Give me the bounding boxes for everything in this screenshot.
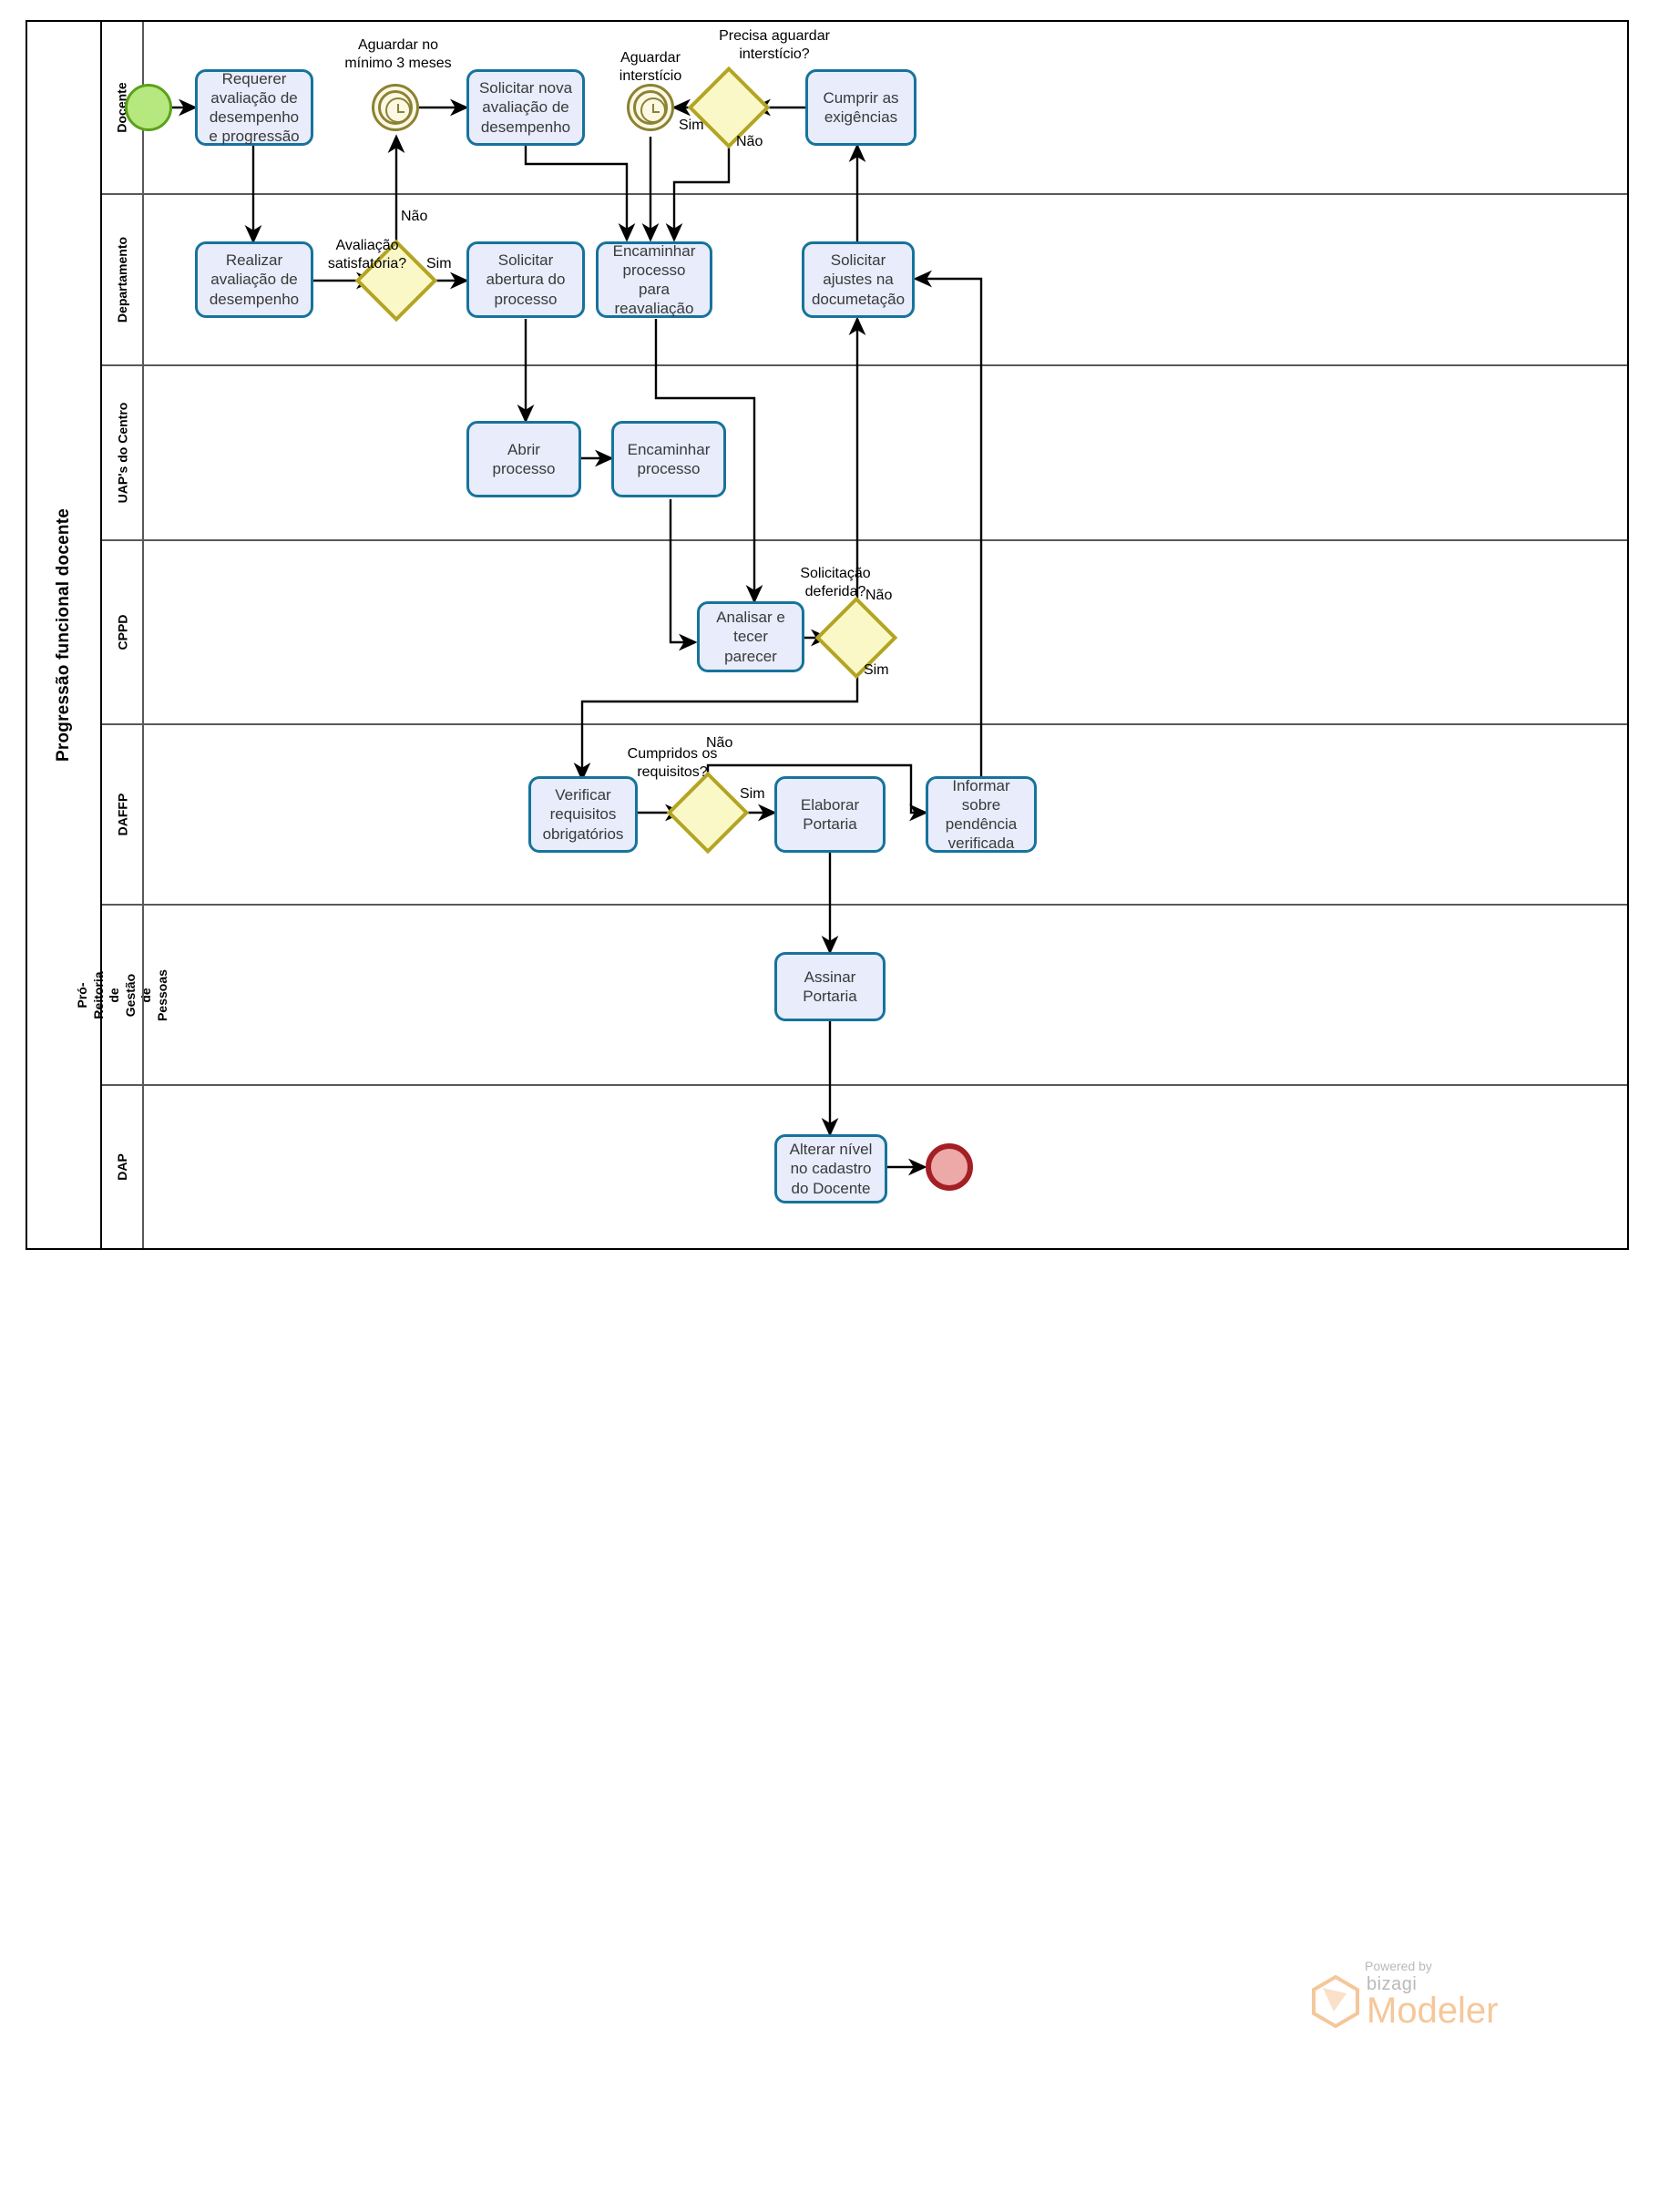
bizagi-hexagon-icon: [1312, 1974, 1359, 2029]
lane-body-departamento: [142, 195, 1627, 364]
task-realizar-avaliacao-desempenho[interactable]: Realizar avaliação de desempenho: [195, 241, 313, 318]
lane-body-pro-reitoria: [142, 906, 1627, 1084]
flow-label-nao-avaliacao: Não: [401, 209, 428, 224]
task-verificar-requisitos-obrigatorios[interactable]: Verificar requisitos obrigatórios: [528, 776, 638, 853]
clock-icon: [640, 97, 666, 123]
bizagi-modeler-logo: Powered by bizagi Modeler: [1312, 1959, 1585, 2031]
flow-label-sim-avaliacao: Sim: [426, 256, 452, 271]
lane-header-departamento: Departamento: [102, 195, 142, 364]
task-analisar-tecer-parecer[interactable]: Analisar e tecer parecer: [697, 601, 804, 672]
task-solicitar-abertura-processo[interactable]: Solicitar abertura do processo: [466, 241, 585, 318]
task-assinar-portaria[interactable]: Assinar Portaria: [774, 952, 886, 1021]
end-event[interactable]: [926, 1143, 973, 1191]
pool-progressao-funcional-docente: Progressão funcional docente Docente Dep…: [26, 20, 1629, 1250]
lane-body-daffp: [142, 725, 1627, 904]
flow-label-nao-intersticio: Não: [736, 134, 763, 149]
modeler-wordmark: Modeler: [1367, 1991, 1499, 2031]
lane-pro-reitoria-gestao-pessoas: Pró-Reitoria de Gestão de Pessoas: [75, 906, 1627, 1086]
lane-header-cppd: CPPD: [102, 541, 142, 723]
lane-dap: DAP: [102, 1086, 1627, 1248]
task-requerer-avaliacao[interactable]: Requerer avaliação de desempenho e progr…: [195, 69, 313, 146]
task-solicitar-ajustes-documetacao[interactable]: Solicitar ajustes na documetação: [802, 241, 915, 318]
task-elaborar-portaria[interactable]: Elaborar Portaria: [774, 776, 886, 853]
lane-daffp: DAFFP: [102, 725, 1627, 906]
gateway-label-solicitacao-deferida: Solicitação deferida?: [800, 566, 871, 599]
lane-body-cppd: [142, 541, 1627, 723]
gateway-label-cumpridos-requisitos: Cumpridos os requisitos?: [627, 746, 718, 780]
lane-label-uaps: UAP's do Centro: [115, 402, 130, 504]
lane-body-uaps: [142, 366, 1627, 539]
lane-header-daffp: DAFFP: [102, 725, 142, 904]
clock-icon: [385, 97, 411, 123]
powered-by-label: Powered by: [1365, 1959, 1432, 1973]
task-encaminhar-processo[interactable]: Encaminhar processo: [611, 421, 726, 497]
task-solicitar-nova-avaliacao[interactable]: Solicitar nova avaliação de desempenho: [466, 69, 585, 146]
lane-header-pro-reitoria: Pró-Reitoria de Gestão de Pessoas: [75, 906, 169, 1084]
lane-label-cppd: CPPD: [115, 614, 129, 650]
lane-header-dap: DAP: [102, 1086, 142, 1248]
pool-header: Progressão funcional docente: [27, 22, 102, 1248]
start-event[interactable]: [125, 84, 172, 131]
lane-label-daffp: DAFFP: [115, 793, 130, 836]
flow-label-nao-deferida: Não: [865, 588, 893, 603]
flow-label-sim-deferida: Sim: [864, 662, 889, 678]
task-informar-pendencia-verificada[interactable]: Informar sobre pendência verificada: [926, 776, 1037, 853]
task-encaminhar-processo-reavaliacao[interactable]: Encaminhar processo para reavaliação: [596, 241, 712, 318]
lane-cppd: CPPD: [102, 541, 1627, 725]
timer-event-aguardar-3-meses[interactable]: [372, 84, 419, 131]
timer-event-aguardar-intersticio[interactable]: [627, 84, 674, 131]
flow-label-sim-intersticio: Sim: [679, 118, 704, 133]
lane-label-dap: DAP: [115, 1153, 129, 1181]
task-cumprir-exigencias[interactable]: Cumprir as exigências: [805, 69, 916, 146]
pool-title: Progressão funcional docente: [54, 508, 73, 762]
flow-label-nao-requisitos: Não: [706, 735, 733, 751]
flow-label-sim-requisitos: Sim: [740, 786, 765, 802]
lane-label-departamento: Departamento: [115, 236, 130, 323]
task-alterar-nivel-cadastro-docente[interactable]: Alterar nível no cadastro do Docente: [774, 1134, 887, 1203]
lane-uaps-do-centro: UAP's do Centro: [102, 366, 1627, 541]
bizagi-wordmark: bizagi: [1367, 1974, 1418, 1994]
timer-label-aguardar-3-meses: Aguardar no mínimo 3 meses: [344, 37, 452, 71]
timer-label-aguardar-intersticio: Aguardar interstício: [619, 50, 682, 84]
lane-body-dap: [142, 1086, 1627, 1248]
gateway-label-precisa-aguardar-intersticio: Precisa aguardar interstício?: [719, 28, 830, 62]
gateway-label-avaliacao-satisfatoria: Avaliação satisfatória?: [327, 238, 407, 271]
lane-departamento: Departamento: [102, 195, 1627, 366]
task-abrir-processo[interactable]: Abrir processo: [466, 421, 581, 497]
lane-header-uaps: UAP's do Centro: [102, 366, 142, 539]
